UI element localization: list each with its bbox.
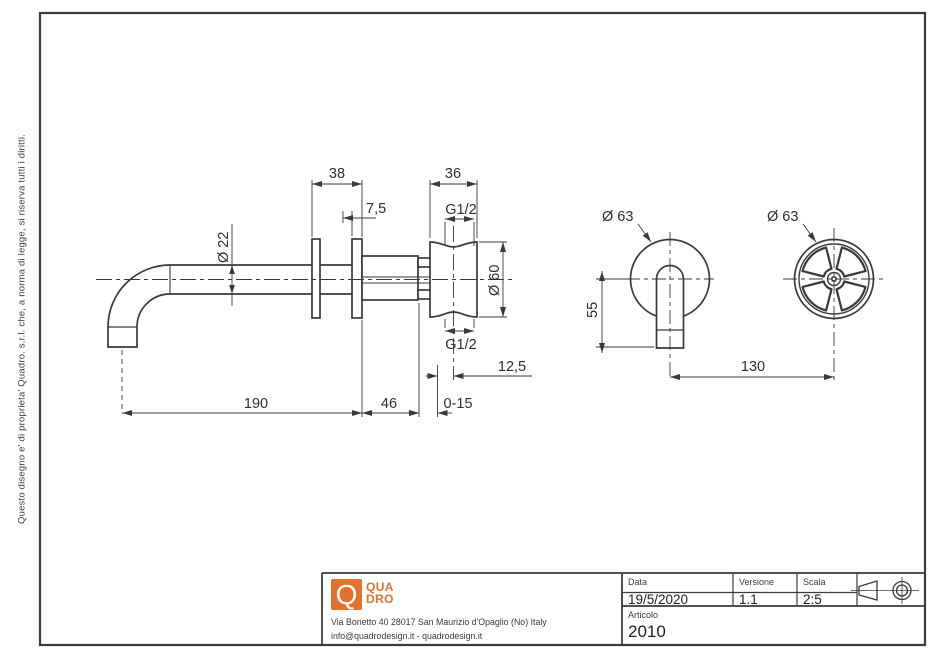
front-view-spout: [596, 223, 714, 380]
dim-55: 55: [585, 302, 601, 318]
logo-word-top: QUA: [366, 580, 394, 594]
address-line-1: Via Bonetto 40 28017 San Maurizio d'Opag…: [331, 617, 547, 627]
field-label-scala: Scala: [803, 577, 826, 587]
quadro-logo-mark: Q: [331, 579, 362, 610]
logo-word-bottom: DRO: [366, 592, 394, 606]
logo-letter: Q: [335, 579, 358, 610]
sheet-frame: [38, 11, 927, 647]
field-label-versione: Versione: [739, 577, 775, 587]
field-label-data: Data: [628, 577, 648, 587]
side-view-centerlines: [96, 226, 513, 411]
dim-130: 130: [741, 359, 765, 375]
dim-g12-bottom: G1/2: [445, 337, 476, 353]
side-view-spout-assembly: [107, 238, 478, 348]
dim-dia22: Ø 22: [216, 232, 232, 263]
company-address: Via Bonetto 40 28017 San Maurizio d'Opag…: [331, 616, 547, 643]
field-value-data: 19/5/2020: [628, 592, 689, 607]
dim-0-15: 0-15: [443, 396, 472, 412]
copyright-margin-note: Questo disegno e' di proprieta' Quadro. …: [16, 134, 28, 525]
title-block-grid: [321, 572, 925, 645]
dim-dia63-spout: Ø 63: [602, 209, 633, 225]
field-value-scala: 2:5: [803, 592, 822, 607]
dim-g12-top: G1/2: [445, 202, 476, 218]
dim-dia63-handle: Ø 63: [767, 209, 798, 225]
field-value-articolo: 2010: [628, 622, 666, 641]
dim-7-5: 7,5: [366, 201, 386, 217]
first-angle-projection-icon: [851, 577, 919, 604]
side-view-dimensions: [122, 180, 532, 417]
address-line-2: info@quadrodesign.it - quadrodesign.it: [331, 630, 483, 641]
field-value-versione: 1.1: [739, 592, 758, 607]
quadro-logo-wordmark: QUA DRO: [366, 581, 394, 605]
dim-190: 190: [244, 396, 268, 412]
dim-dia60: Ø 60: [487, 265, 503, 296]
dim-46: 46: [381, 396, 397, 412]
dim-12-5: 12,5: [498, 359, 526, 375]
field-label-articolo: Articolo: [628, 610, 659, 620]
front-view-handle-wheel: [783, 223, 886, 380]
dim-38: 38: [329, 166, 345, 182]
dim-36: 36: [445, 166, 461, 182]
